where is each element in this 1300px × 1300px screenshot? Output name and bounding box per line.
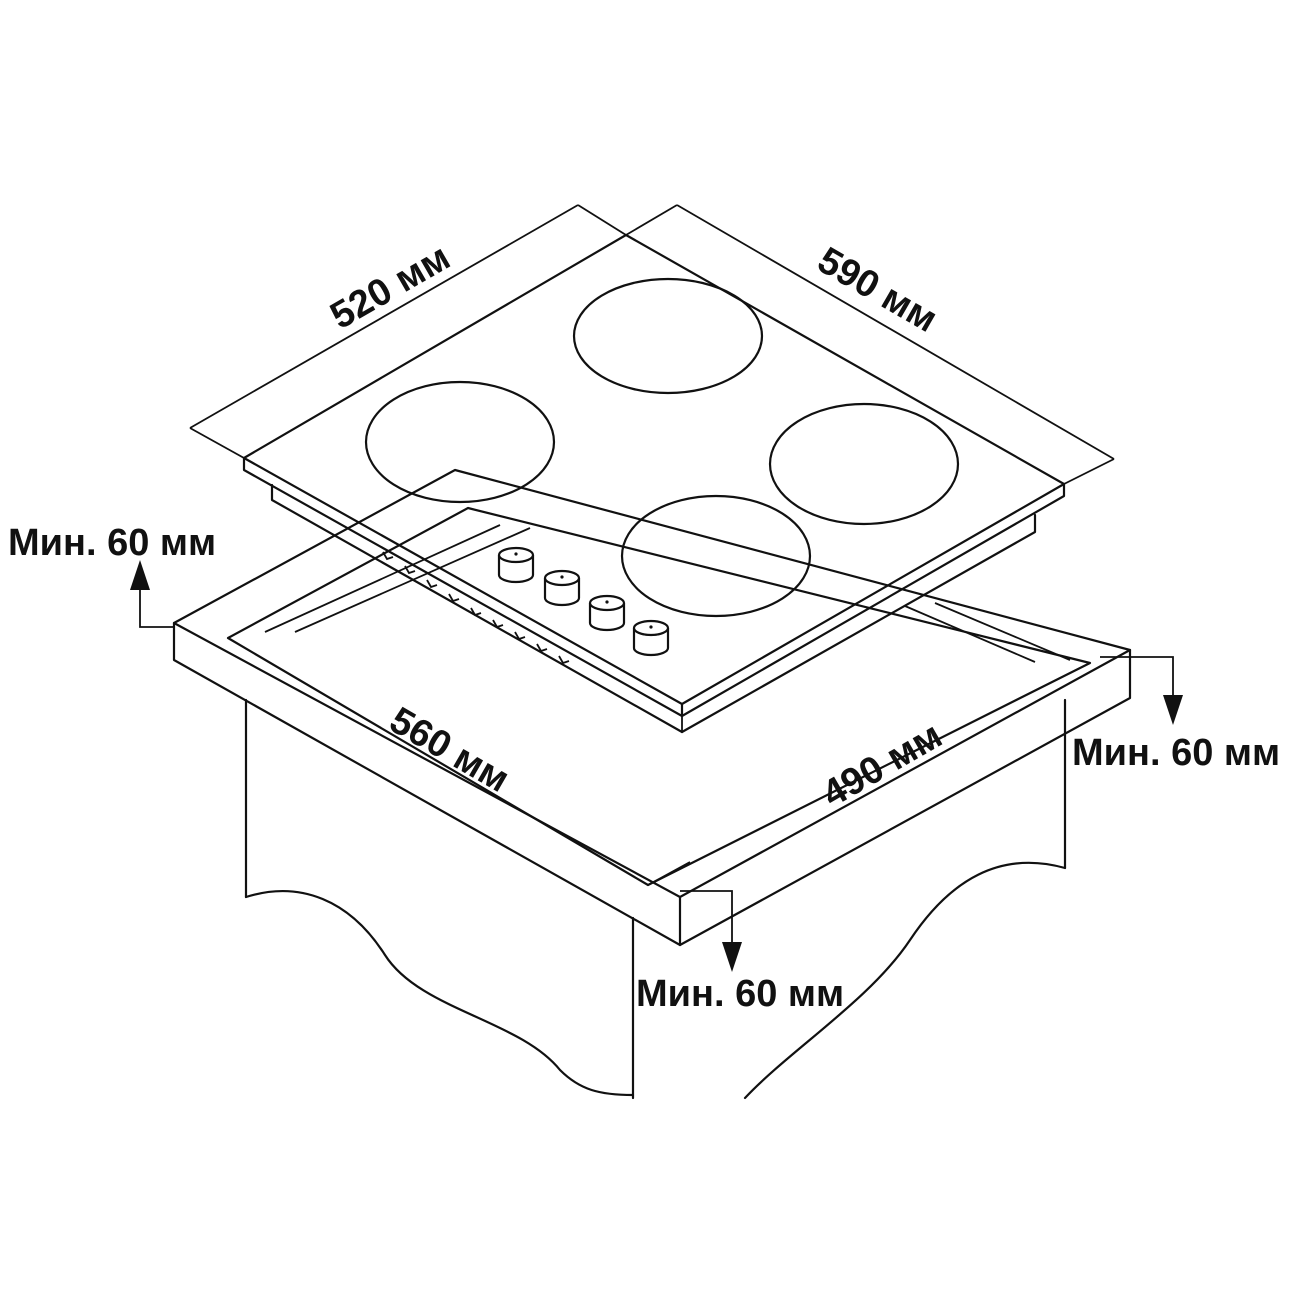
- cutout-width-label: 560 мм: [383, 699, 517, 800]
- clearance-arrow-back: [130, 560, 174, 628]
- control-knob-3: [588, 594, 626, 632]
- hob: [242, 233, 1066, 734]
- hob-depth-label: 520 мм: [324, 236, 458, 337]
- control-knob-2: [543, 569, 581, 607]
- clearance-right-label: Мин. 60 мм: [1072, 732, 1280, 774]
- mounting-clips: [382, 551, 570, 665]
- clearance-back-label: Мин. 60 мм: [8, 522, 216, 564]
- burner-left: [364, 380, 556, 504]
- hob-width-label: 590 мм: [811, 239, 945, 340]
- clearance-arrow-right: [1100, 656, 1183, 725]
- burner-rear: [572, 277, 764, 395]
- dimension-lines: [189, 204, 1115, 485]
- burner-front: [620, 494, 812, 618]
- cutout-depth-label: 490 мм: [816, 714, 950, 815]
- burner-right: [768, 402, 960, 526]
- cabinet: [244, 698, 1067, 1100]
- control-knob-1: [497, 546, 535, 584]
- control-knob-4: [632, 619, 670, 657]
- clearance-front-label: Мин. 60 мм: [636, 973, 844, 1015]
- clearance-arrow-front: [680, 890, 742, 972]
